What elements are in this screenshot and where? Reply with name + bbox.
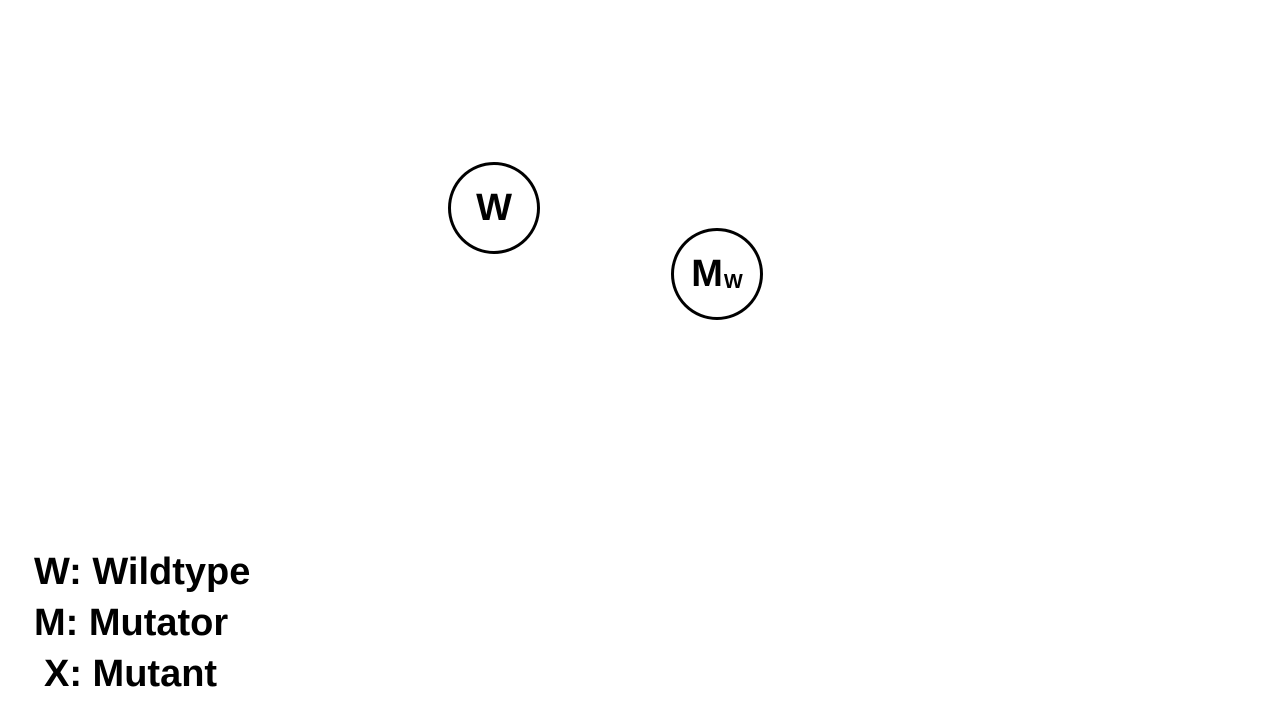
wildtype-node-label: W bbox=[476, 187, 512, 229]
mutator-node-subscript: W bbox=[723, 271, 743, 293]
legend-item-mutator: M: Mutator bbox=[34, 602, 229, 644]
legend-item-wildtype: W: Wildtype bbox=[34, 551, 251, 593]
wildtype-node: W bbox=[448, 162, 540, 254]
mutator-node: M W bbox=[671, 228, 763, 320]
mutator-node-label: M bbox=[691, 253, 723, 295]
legend-item-mutant: X: Mutant bbox=[44, 653, 218, 695]
legend: W: Wildtype M: Mutator X: Mutant bbox=[34, 547, 250, 700]
